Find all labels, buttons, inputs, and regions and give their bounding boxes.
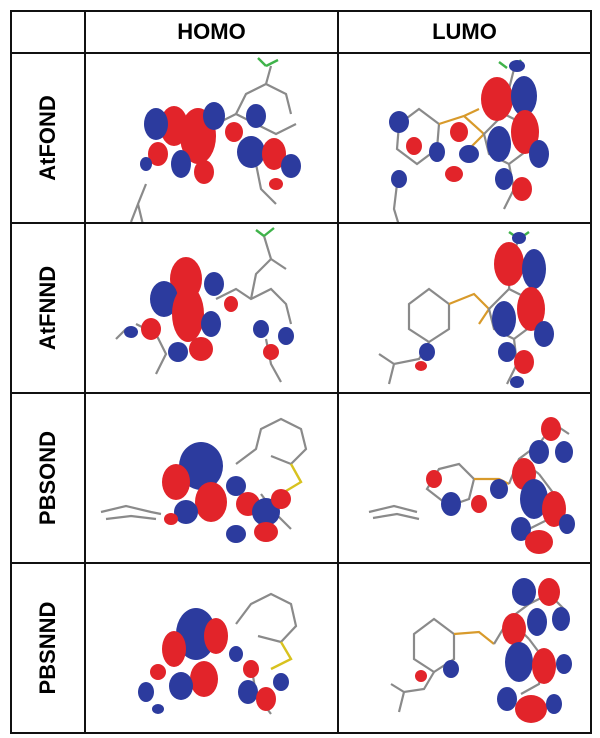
row-label: PBSNND: [35, 601, 60, 695]
table-row: PBSNND: [10, 562, 592, 734]
orbital-render: [115, 227, 294, 383]
homo-orbital-image: [84, 562, 339, 734]
homo-orbital-image: [84, 392, 339, 564]
row-label-cell: AtFNND: [10, 222, 86, 394]
orbital-render: [138, 592, 298, 715]
orbital-table: HOMO LUMO AtFOND: [10, 10, 592, 734]
corner-cell: [10, 10, 86, 54]
table-row: AtFOND: [10, 52, 592, 224]
orbital-render: [389, 59, 549, 222]
orbital-render: [129, 57, 301, 222]
lumo-orbital-image: [337, 52, 592, 224]
lumo-orbital-image: [337, 562, 592, 734]
row-label-cell: AtFOND: [10, 52, 86, 224]
lumo-orbital-image: [337, 392, 592, 564]
orbital-render: [368, 417, 575, 554]
row-label-cell: PBSNND: [10, 562, 86, 734]
table-row: PBSOND: [10, 392, 592, 564]
homo-orbital-image: [84, 222, 339, 394]
column-header-homo: HOMO: [84, 10, 339, 54]
orbital-render: [378, 231, 554, 388]
row-label-cell: PBSOND: [10, 392, 86, 564]
column-header-lumo: LUMO: [337, 10, 592, 54]
header-row: HOMO LUMO: [10, 10, 592, 54]
homo-orbital-image: [84, 52, 339, 224]
row-label: AtFOND: [35, 95, 60, 181]
orbital-render: [390, 578, 572, 723]
row-label: PBSOND: [35, 430, 60, 526]
row-label: AtFNND: [35, 265, 60, 351]
table-row: AtFNND: [10, 222, 592, 394]
lumo-orbital-image: [337, 222, 592, 394]
orbital-render: [100, 417, 308, 543]
